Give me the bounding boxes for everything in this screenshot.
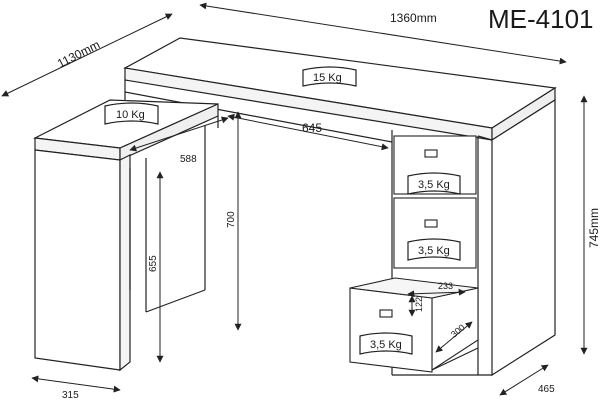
dim-height-total: 745mm xyxy=(587,208,600,248)
dim-inner-width: 645 xyxy=(302,121,322,135)
svg-text:15 Kg: 15 Kg xyxy=(313,72,342,84)
dim-side-inner: 588 xyxy=(180,154,197,165)
weight-tag-drawer1: 3,5 Kg xyxy=(407,172,461,195)
dimension-lines xyxy=(1,2,588,396)
model-title: ME-4101 xyxy=(488,4,594,34)
main-desk-body xyxy=(124,80,556,377)
dim-height-inner: 700 xyxy=(226,211,237,228)
weight-tag-drawer2: 3,5 Kg xyxy=(407,238,461,261)
svg-text:3,5 Kg: 3,5 Kg xyxy=(418,179,450,191)
dim-side-height: 655 xyxy=(148,255,159,272)
side-desk xyxy=(32,99,219,372)
dim-top-depth: 465 xyxy=(538,384,555,395)
dim-depth-total: 1130mm xyxy=(55,37,102,70)
weight-tag-top: 15 Kg xyxy=(302,66,357,87)
svg-text:3,5 Kg: 3,5 Kg xyxy=(418,245,450,257)
svg-text:10 Kg: 10 Kg xyxy=(116,109,145,121)
dim-width-total: 1360mm xyxy=(390,11,437,25)
dim-drawer-width: 233 xyxy=(438,281,453,291)
weight-tag-side: 10 Kg xyxy=(104,102,159,125)
dim-drawer-height: 122 xyxy=(414,297,424,312)
svg-text:3,5 Kg: 3,5 Kg xyxy=(370,339,402,351)
dim-side-depth: 315 xyxy=(62,390,79,400)
weight-tag-drawer3: 3,5 Kg xyxy=(359,332,413,355)
